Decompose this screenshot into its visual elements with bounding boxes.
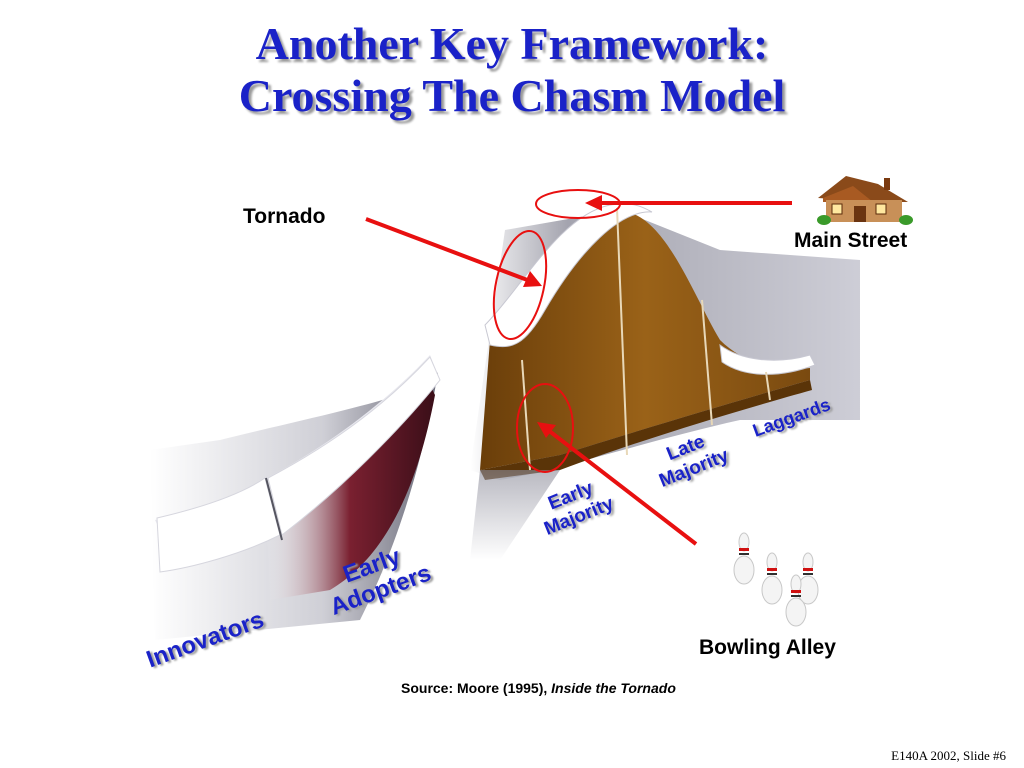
left-curve-band-adopters [267, 356, 441, 536]
bowling-alley-highlight [516, 383, 574, 473]
bell-curve-rim-left [484, 203, 653, 348]
bowling-alley-label: Bowling Alley [699, 636, 836, 659]
bowling-pins-icon [733, 532, 819, 627]
bowling-alley-arrow [537, 422, 698, 546]
source-citation: Source: Moore (1995), Inside the Tornado [401, 680, 676, 696]
bell-divider-peak [616, 207, 628, 456]
bell-divider-early [521, 359, 531, 471]
house-icon [817, 176, 913, 225]
bell-divider-late [701, 299, 713, 426]
bell-curve-rim-right [719, 343, 816, 375]
left-divider [265, 477, 283, 541]
tornado-arrow [365, 217, 542, 287]
tornado-label: Tornado [243, 205, 326, 228]
main-street-label: Main Street [794, 229, 908, 252]
title-line-1: Another Key Framework: [255, 18, 769, 69]
main-street-arrow [585, 195, 792, 211]
bell-floor-shadow [470, 470, 560, 560]
tornado-highlight [492, 229, 548, 341]
slide-footer: E140A 2002, Slide #6 [891, 748, 1006, 763]
slide-title: Another Key Framework: Crossing The Chas… [0, 18, 1024, 122]
bell-curve-section [470, 203, 860, 560]
title-line-2: Crossing The Chasm Model [238, 70, 786, 121]
left-red-face [265, 385, 435, 600]
bell-divider-laggards [765, 371, 771, 401]
left-curve-section [150, 355, 441, 640]
source-prefix: Source: Moore (1995), [401, 680, 552, 696]
source-book-title: Inside the Tornado [551, 680, 676, 696]
bell-curve-base [480, 380, 812, 480]
